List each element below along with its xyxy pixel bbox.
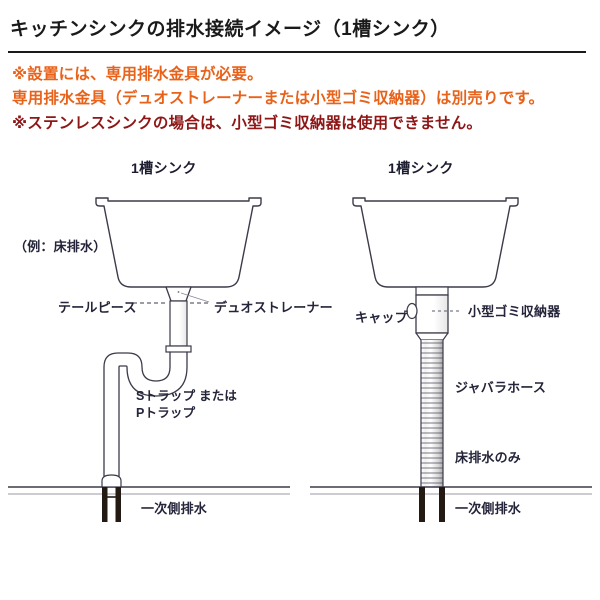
bellows-hose [420, 340, 444, 488]
left-sink-assembly [8, 197, 290, 522]
waste-container-body [415, 286, 462, 341]
floor-line-right [310, 486, 592, 495]
right-sink-assembly [310, 197, 592, 522]
s-trap [103, 351, 188, 501]
label-bellows-hose: ジャバラホース [455, 380, 547, 395]
note-line-1: ※設置には、専用排水金具が必要。 [12, 66, 263, 83]
right-diagram-heading: 1槽シンク [388, 160, 454, 176]
note-line-2: 専用排水金具（デュオストレーナーまたは小型ゴミ収納器）は別売りです。 [12, 90, 545, 107]
page-title: キッチンシンクの排水接続イメージ（1槽シンク） [10, 19, 450, 40]
label-floor-drain-only: 床排水のみ [455, 450, 522, 465]
label-tailpiece: テールピース [58, 300, 137, 315]
title-divider [8, 51, 586, 53]
sink-bowl-right [352, 197, 519, 288]
tailpiece-pipe [165, 300, 192, 353]
sink-bowl-left [95, 197, 262, 288]
primary-drain-stub-right [419, 487, 445, 522]
label-duo-strainer: デュオストレーナー [214, 300, 333, 315]
floor-line-left [8, 486, 290, 495]
label-primary-drain-right: 一次側排水 [455, 501, 522, 516]
left-diagram-heading: 1槽シンク [131, 160, 197, 176]
label-waste-container: 小型ゴミ収納器 [468, 304, 561, 319]
duo-strainer [165, 286, 210, 303]
label-example-floor-drain: （例：床排水） [14, 239, 107, 254]
label-primary-drain-left: 一次側排水 [141, 501, 208, 516]
label-trap-line-1: Sトラップ または [136, 389, 238, 403]
note-line-3: ※ステンレスシンクの場合は、小型ゴミ収納器は使用できません。 [12, 115, 483, 132]
label-trap-line-2: Pトラップ [136, 406, 196, 420]
cap [406, 302, 418, 320]
primary-drain-stub-left [101, 474, 122, 522]
label-cap: キャップ [355, 310, 408, 325]
